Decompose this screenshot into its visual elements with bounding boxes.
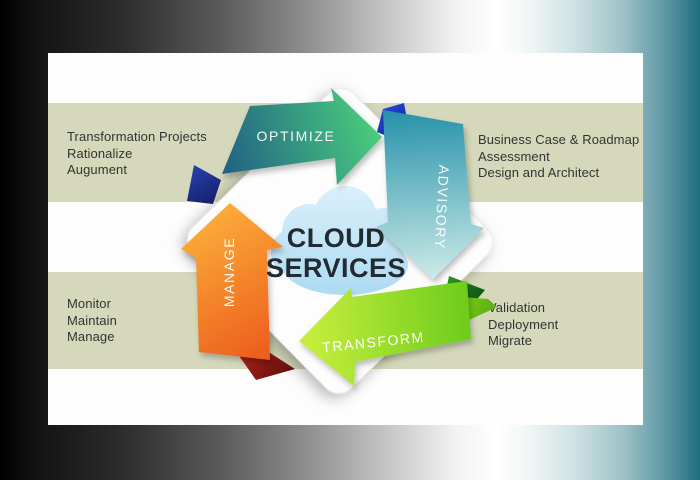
cloud-title-line2: SERVICES: [266, 253, 406, 283]
transform-notes: Validation Deployment Migrate: [488, 300, 558, 350]
optimize-arrow: [222, 88, 382, 185]
transform-arrow: [299, 281, 471, 386]
note-line: Transformation Projects: [67, 129, 207, 144]
navy-fold: [187, 165, 221, 204]
note-line: Assessment: [478, 148, 550, 164]
note-line: Augument: [67, 162, 128, 177]
cloud-shape: [271, 186, 410, 295]
manage-arrow: [181, 203, 283, 360]
manage-label: MANAGE: [221, 237, 237, 307]
manage-notes: Monitor Maintain Manage: [67, 296, 117, 346]
advisory-label: ADVISORY: [432, 164, 452, 250]
note-line: Business Case & Roadmap: [478, 132, 640, 147]
optimize-notes: Transformation Projects Rationalize Augu…: [67, 129, 207, 179]
cloud-title-line1: CLOUD: [287, 223, 386, 253]
note-line: Monitor: [67, 296, 112, 311]
optimize-label: OPTIMIZE: [257, 128, 336, 144]
advisory-arrow: [376, 110, 484, 279]
note-line: Manage: [67, 329, 115, 344]
note-line: Design and Architect: [478, 165, 600, 180]
note-line: Maintain: [67, 312, 117, 328]
note-line: Validation: [488, 300, 546, 315]
note-line: Rationalize: [67, 145, 133, 161]
advisory-notes: Business Case & Roadmap Assessment Desig…: [478, 132, 639, 182]
note-line: Migrate: [488, 333, 533, 348]
note-line: Deployment: [488, 316, 559, 332]
